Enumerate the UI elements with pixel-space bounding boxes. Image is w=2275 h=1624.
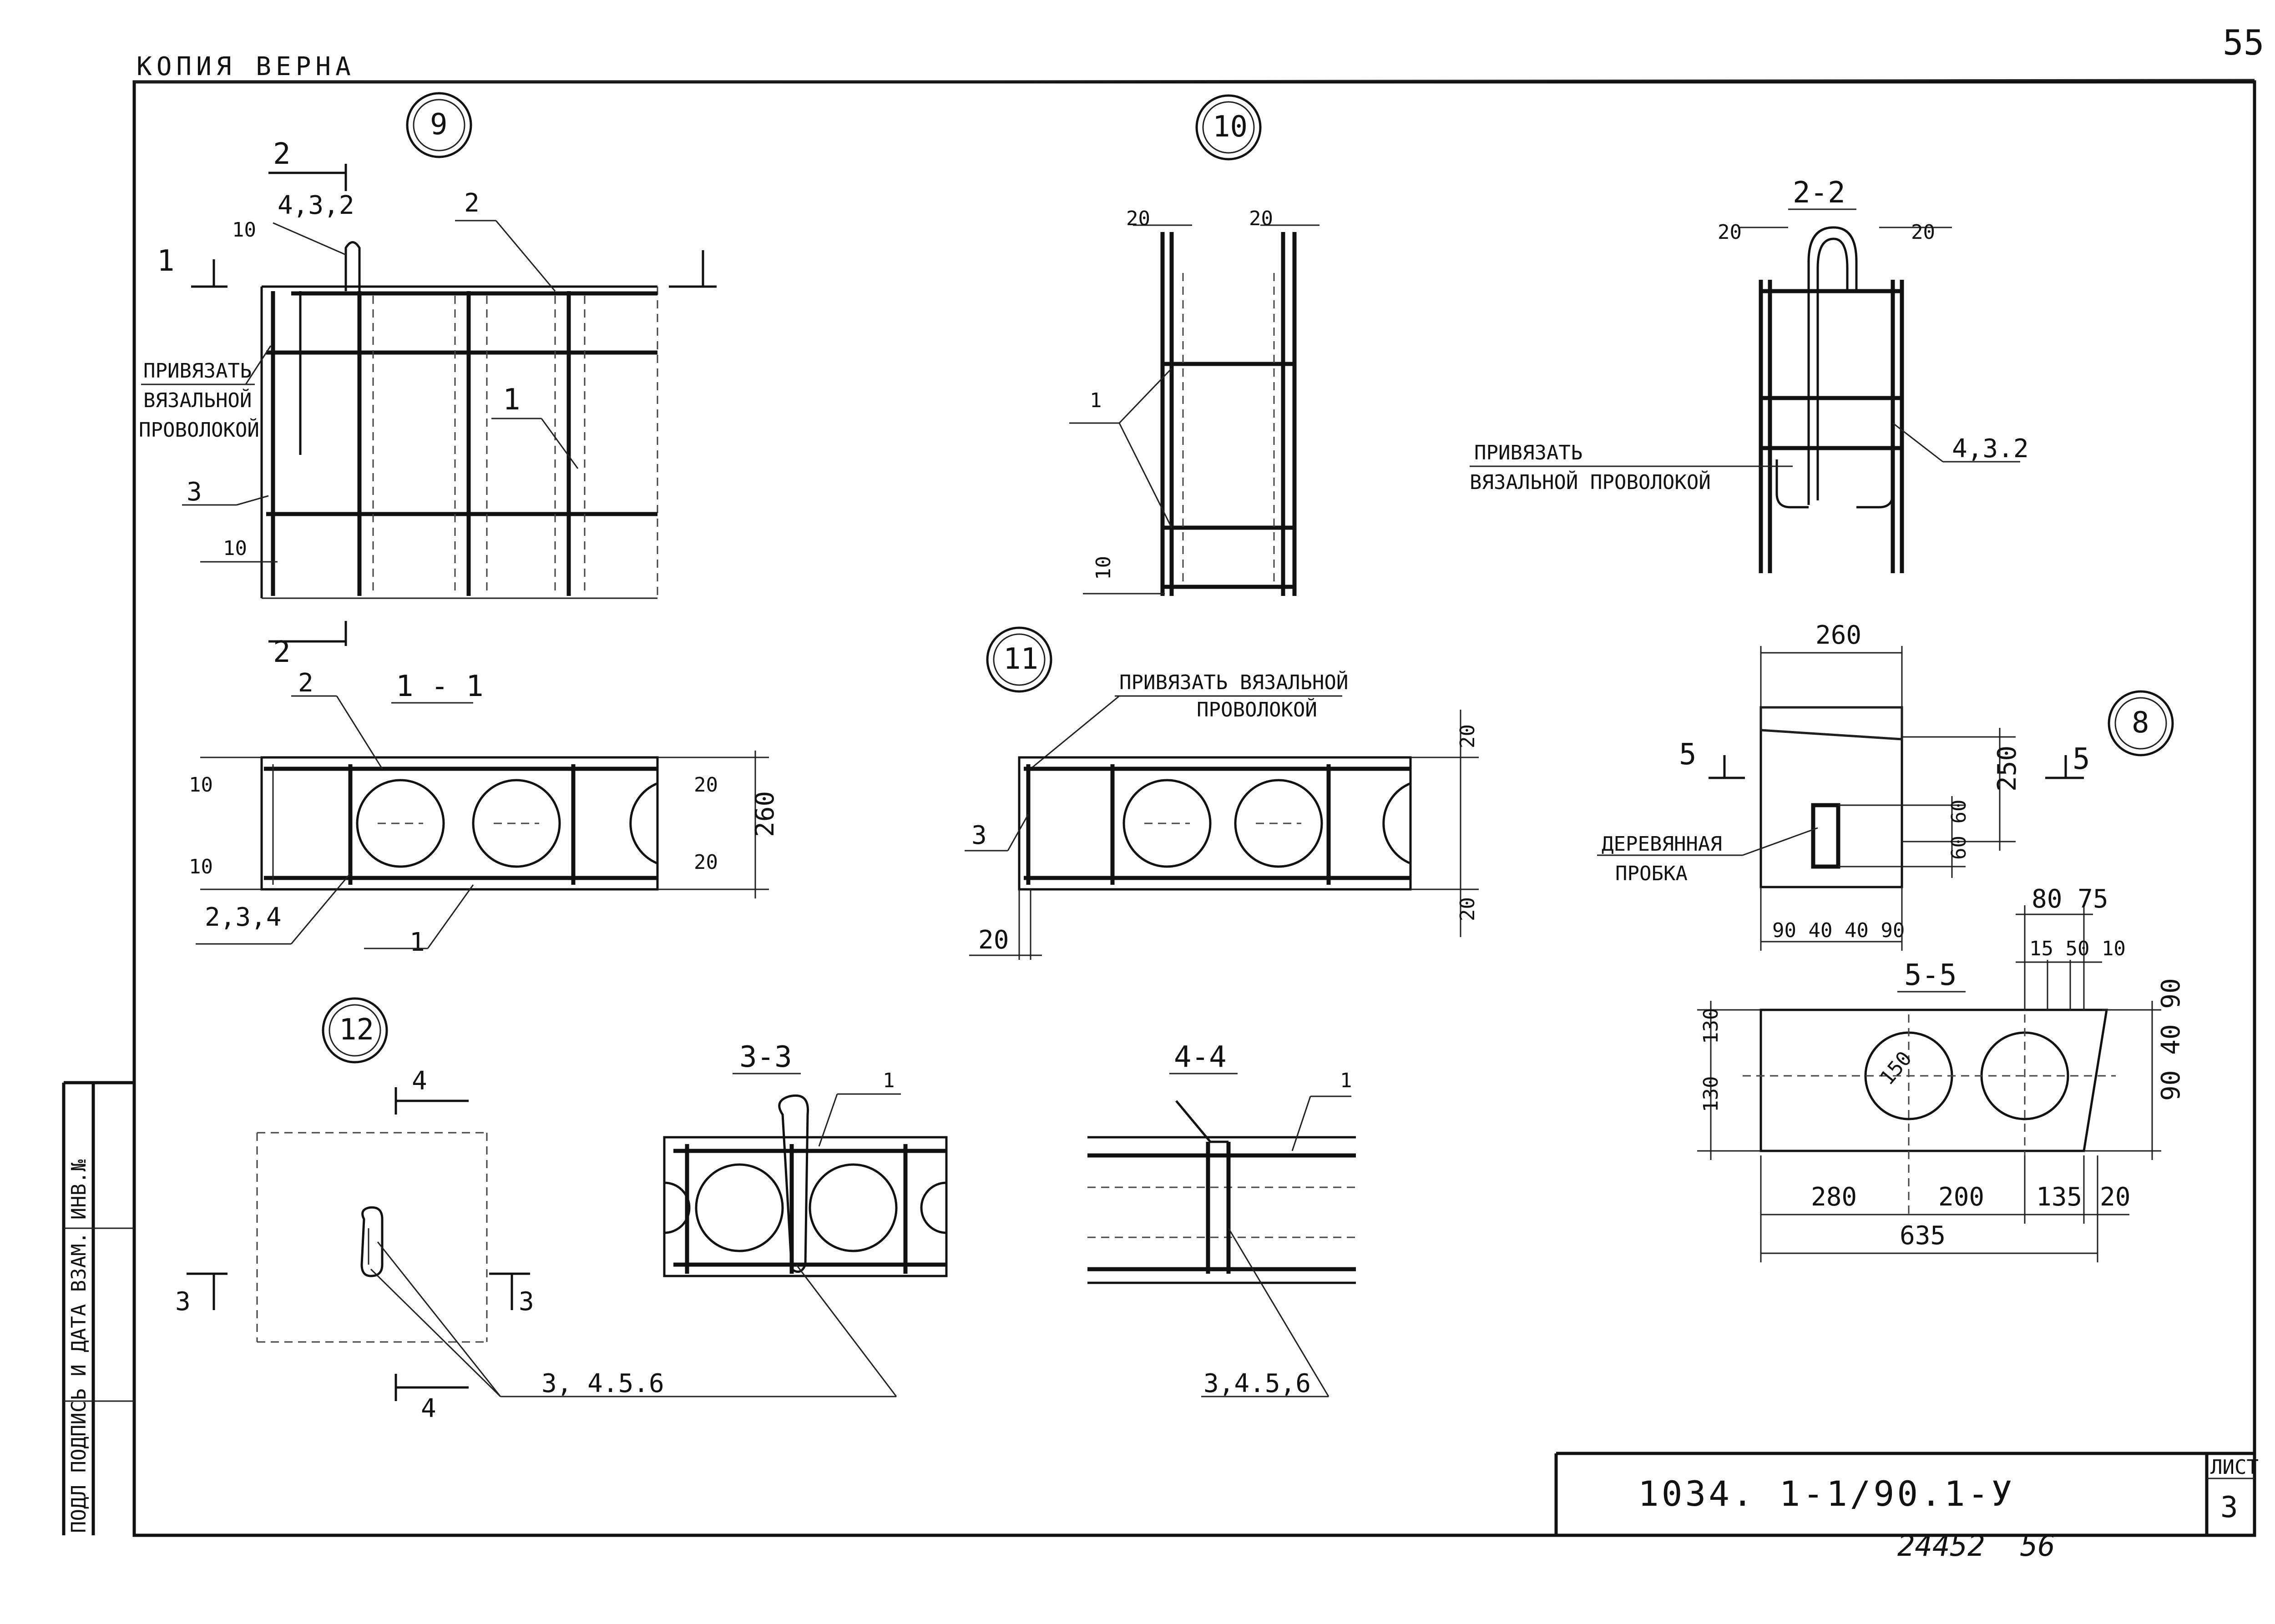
section-mark-2-bottom: 2 xyxy=(273,635,291,669)
dim-135-5-5: 135 xyxy=(2036,1182,2082,1212)
section-mark-5-left: 5 xyxy=(1679,738,1697,772)
section-1-1: 1 - 1 10 10 20 20 260 2 2,3,4 1 xyxy=(189,668,780,957)
callout-2-node9: 2 xyxy=(464,188,480,218)
dim-60-60-node8: 60 60 xyxy=(1947,800,1971,860)
section-mark-5-right: 5 xyxy=(2073,742,2090,776)
dim-20-1-1-bottom: 20 xyxy=(694,851,718,874)
section-3-3: 3-3 1 xyxy=(663,1040,948,1397)
dim-150-diameter: 150 xyxy=(1876,1047,1916,1090)
archive-number: 24452 xyxy=(1897,1529,1985,1563)
callout-3-node9: 3 xyxy=(187,477,202,507)
dim-10-node9-bottom: 10 xyxy=(223,537,247,560)
section-mark-4-top: 4 xyxy=(412,1066,427,1096)
section-mark-3-right: 3 xyxy=(519,1287,534,1316)
node-12-elevation: 12 4 4 3 3 3, 4.5.6 xyxy=(175,997,896,1423)
node-11-number: 11 xyxy=(1003,642,1038,676)
node-8-elevation: 8 260 250 60 60 90 40 40 90 ДЕРЕВЯННАЯ П… xyxy=(1597,620,2174,951)
note-wood-plug-l2: ПРОБКА xyxy=(1615,862,1688,885)
dim-10-40-90-5-5: 90 40 90 xyxy=(2156,978,2186,1101)
dim-260-node8: 260 xyxy=(1815,620,1861,650)
dim-15-50-10-5-5: 15 50 10 xyxy=(2029,937,2126,960)
dim-20-5-5: 20 xyxy=(2100,1182,2130,1212)
callout-4-3-2-node9: 4,3,2 xyxy=(278,191,354,220)
section-4-4-title: 4-4 xyxy=(1174,1040,1227,1074)
node-10-elevation: 10 20 20 1 10 xyxy=(1069,94,1320,596)
dim-130-5-5-bottom: 130 xyxy=(1699,1076,1723,1112)
dim-10-node9-top: 10 xyxy=(232,218,256,242)
dim-20-node11-bottom: 20 xyxy=(1456,897,1479,921)
copy-stamp: КОПИЯ ВЕРНА xyxy=(136,52,355,81)
dim-260-1-1: 260 xyxy=(750,791,780,837)
callout-2-3-4: 2,3,4 xyxy=(205,903,282,932)
dim-280-5-5: 280 xyxy=(1811,1182,1857,1212)
note-tie-wire-2-2-l1: ПРИВЯЗАТЬ xyxy=(1474,441,1582,464)
node-8-number: 8 xyxy=(2132,706,2149,740)
section-2-2: 2-2 20 20 ПРИВЯЗАТЬ ВЯЗАЛЬНОЙ ПРОВОЛОКОЙ… xyxy=(1470,176,2029,573)
sheet-number: 3 xyxy=(2220,1491,2238,1524)
dim-250-node8: 250 xyxy=(1992,746,2022,792)
dim-10-1-1-top: 10 xyxy=(189,773,213,797)
dim-20-node10-right: 20 xyxy=(1249,207,1273,230)
dim-90-40-40-90-node8: 90 40 40 90 xyxy=(1772,919,1905,942)
callout-2-section11: 2 xyxy=(298,668,313,698)
callout-3-4-5-6-section44: 3,4.5,6 xyxy=(1203,1369,1311,1398)
node-10-number: 10 xyxy=(1213,110,1248,144)
note-tie-wire-2-2-l2: ВЯЗАЛЬНОЙ ПРОВОЛОКОЙ xyxy=(1470,470,1711,494)
section-mark-4-bottom: 4 xyxy=(421,1394,436,1423)
callout-1-node10: 1 xyxy=(1090,389,1102,412)
page-number: 55 xyxy=(2223,22,2265,63)
note-tie-wire-node11-l2: ПРОВОЛОКОЙ xyxy=(1197,697,1317,721)
dim-200-5-5: 200 xyxy=(1938,1182,1984,1212)
section-mark-3-left: 3 xyxy=(175,1287,191,1316)
section-3-3-title: 3-3 xyxy=(739,1040,792,1074)
dim-10-1-1-bottom: 10 xyxy=(189,855,213,878)
section-4-4: 4-4 1 3,4.5,6 xyxy=(1087,1040,1356,1398)
dim-20-1-1-top: 20 xyxy=(694,773,718,797)
callout-4-3-2-section22: 4,3.2 xyxy=(1952,434,2029,464)
dim-20-node10-left: 20 xyxy=(1126,207,1150,230)
dim-80-75-5-5: 80 75 xyxy=(2032,884,2108,914)
dim-10-node10: 10 xyxy=(1092,556,1115,580)
callout-1-node9: 1 xyxy=(503,383,521,417)
dim-20-2-2-left: 20 xyxy=(1718,221,1742,244)
sheet-frame xyxy=(62,79,2256,1537)
dim-20-2-2-right: 20 xyxy=(1911,221,1935,244)
callout-3-node11: 3 xyxy=(971,821,987,850)
node-11-plan: 11 ПРИВЯЗАТЬ ВЯЗАЛЬНОЙ ПРОВОЛОКОЙ 20 20 … xyxy=(965,626,1479,960)
dim-635-5-5: 635 xyxy=(1900,1221,1946,1251)
document-code: 1034. 1-1/90.1-У xyxy=(1638,1473,2015,1514)
callout-1-section44: 1 xyxy=(1340,1069,1352,1092)
dim-130-5-5-top: 130 xyxy=(1699,1008,1723,1044)
callout-3-4-5-6-node12: 3, 4.5.6 xyxy=(541,1369,664,1398)
side-stamp: ПОДЛ ПОДПИСЬ И ДАТА ВЗАМ. ИНВ.№ xyxy=(67,1159,91,1533)
dim-20-node11-top: 20 xyxy=(1456,724,1479,748)
section-1-1-title: 1 - 1 xyxy=(396,670,484,703)
note-tie-wire-node9-l2: ВЯЗАЛЬНОЙ xyxy=(143,388,252,412)
sheet-label: ЛИСТ xyxy=(2210,1456,2259,1479)
section-5-5-title: 5-5 xyxy=(1904,958,1957,992)
note-tie-wire-node9-l1: ПРИВЯЗАТЬ xyxy=(143,359,252,383)
note-tie-wire-node9-l3: ПРОВОЛОКОЙ xyxy=(139,418,259,442)
node-12-number: 12 xyxy=(339,1013,374,1047)
note-tie-wire-node11-l1: ПРИВЯЗАТЬ ВЯЗАЛЬНОЙ xyxy=(1119,670,1348,694)
section-mark-1-left: 1 xyxy=(157,244,175,278)
callout-1-section11: 1 xyxy=(410,928,425,957)
note-wood-plug-l1: ДЕРЕВЯННАЯ xyxy=(1602,832,1722,856)
archive-page: 56 xyxy=(2020,1529,2055,1563)
section-mark-2-top: 2 xyxy=(273,137,291,171)
dim-20-node11-left: 20 xyxy=(978,925,1009,955)
callout-1-section33: 1 xyxy=(883,1069,895,1092)
section-5-5: 5-5 150 130 130 90 40 90 280 200 135 20 … xyxy=(1697,884,2186,1262)
section-2-2-title: 2-2 xyxy=(1793,176,1845,210)
node-9-elevation: 9 2 2 1 4,3,2 xyxy=(139,92,717,669)
node-9-number: 9 xyxy=(430,108,448,141)
